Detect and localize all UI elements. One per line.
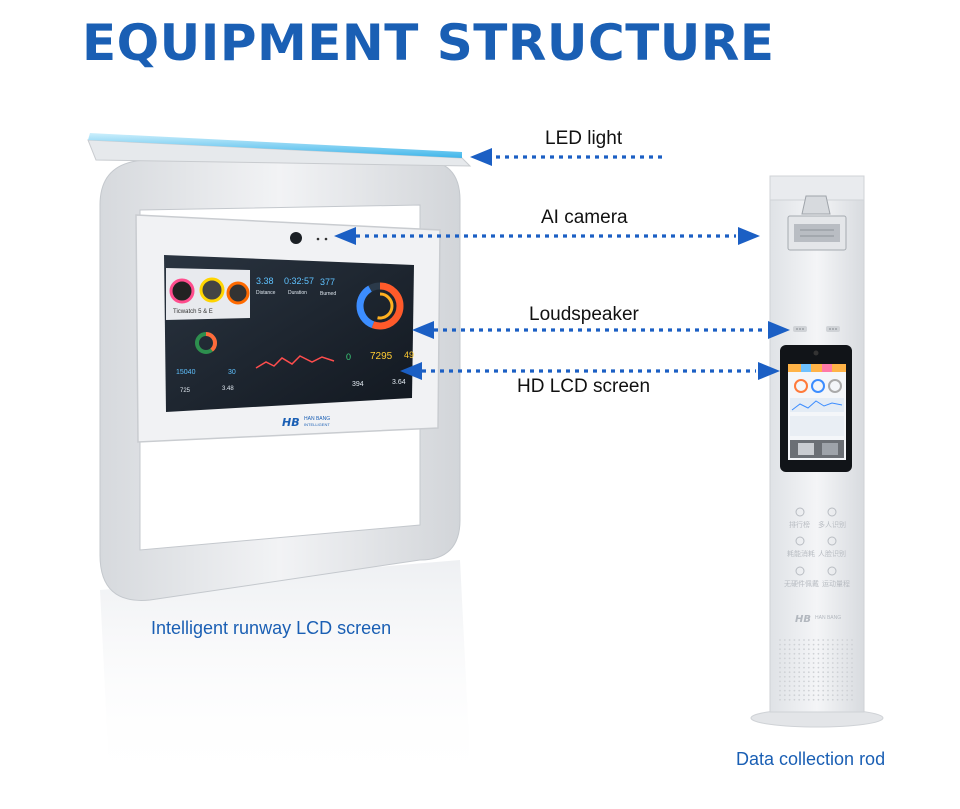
rod-menu-item-2: 多人识别	[818, 520, 846, 529]
callout-arrows	[334, 148, 790, 380]
num-6: 394	[352, 381, 364, 388]
stat-2: 0:32:57	[284, 276, 314, 286]
stat-1: 3.38	[256, 276, 274, 286]
arrow-speaker-head-left	[412, 321, 434, 339]
callout-loudspeaker: Loudspeaker	[529, 304, 639, 325]
page-title: EQUIPMENT STRUCTURE	[82, 14, 775, 72]
rod-menu-item-5: 无硬件佩戴	[784, 579, 819, 588]
rod-speaker-grid	[779, 639, 853, 701]
num-1: 15040	[176, 369, 196, 376]
caption-collection-rod: Data collection rod	[736, 749, 886, 769]
arrow-camera-head-left	[334, 227, 356, 245]
arrow-speaker-head-right	[768, 321, 790, 339]
caption-runway-screen: Intelligent runway LCD screen	[151, 618, 392, 638]
led-light-strip	[88, 133, 462, 158]
arrow-lcd-head-left	[400, 362, 422, 380]
rod-menu-item-1: 排行榜	[789, 520, 810, 529]
callout-led-light: LED light	[545, 128, 623, 149]
kiosk-logo: HB	[282, 416, 300, 429]
num-5: 49	[404, 350, 414, 360]
arrow-camera-head-right	[738, 227, 760, 245]
rod-speaker-right-icon	[826, 326, 840, 332]
kiosk-logo-sub: HAN BANG	[304, 416, 330, 422]
rod-camera-icon	[787, 195, 847, 251]
rod-menu-item-6: 运动量程	[822, 579, 850, 588]
stat-label-1: Distance	[256, 290, 276, 296]
rod-menu-item-4: 人脸识别	[818, 549, 846, 558]
kiosk-camera-icon	[290, 232, 302, 244]
rod-logo-sub: HAN BANG	[815, 615, 841, 621]
num-4: 7295	[370, 351, 393, 362]
arrow-led-head	[470, 148, 492, 166]
stat-label-2: Duration	[288, 290, 307, 296]
num-9: 3.48	[222, 386, 234, 392]
stat-3: 377	[320, 277, 335, 287]
callout-hd-lcd-screen: HD LCD screen	[517, 376, 651, 397]
num-7: 3.64	[392, 379, 406, 386]
floor-reflection	[100, 560, 470, 790]
callout-ai-camera: AI camera	[541, 207, 628, 228]
rod-speaker-left-icon	[793, 326, 807, 332]
runway-kiosk: Ticwatch 5 & E 3.38 0:32:57 377 Distance…	[87, 133, 472, 790]
rod-menu-item-3: 耗能消耗	[787, 549, 815, 558]
rod-logo: HB	[795, 614, 811, 625]
num-8: 725	[180, 388, 191, 394]
rod-menu: 排行榜 多人识别 耗能消耗 人脸识别 无硬件佩戴 运动量程	[784, 507, 850, 588]
kiosk-logo-sub2: INTELLIGENT	[304, 422, 330, 427]
collection-rod: 排行榜 多人识别 耗能消耗 人脸识别 无硬件佩戴 运动量程 HB HAN BAN…	[750, 175, 884, 728]
watch-label: Ticwatch 5 & E	[173, 309, 213, 315]
arrow-lcd-head-right	[758, 362, 780, 380]
num-3: 0	[346, 352, 351, 362]
num-2: 30	[228, 369, 236, 376]
stat-label-3: Burned	[320, 291, 336, 297]
